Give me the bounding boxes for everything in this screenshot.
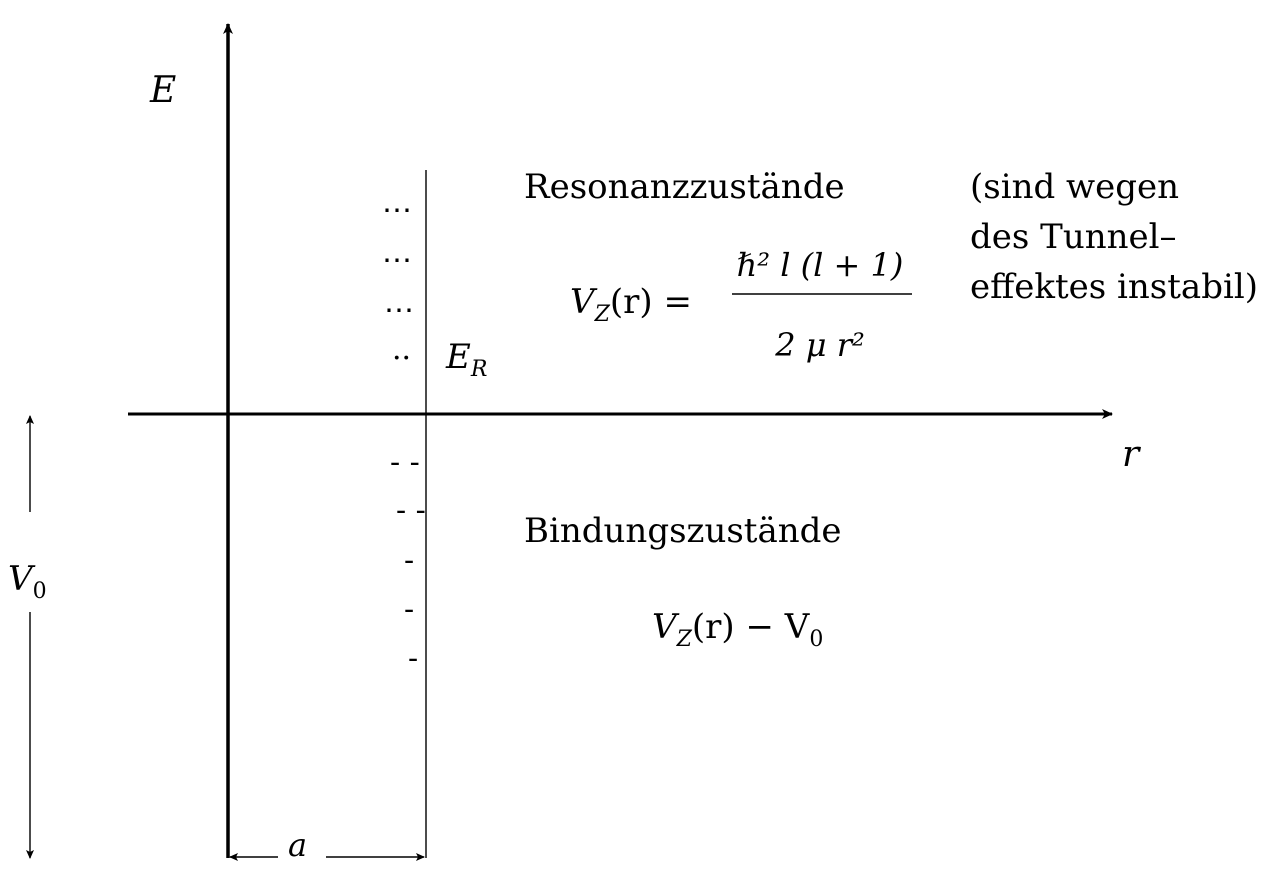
- depth-label: V0: [8, 559, 47, 604]
- binding-title: Bindungszustände: [524, 511, 842, 551]
- binding-level-5: -: [408, 641, 418, 676]
- resonance-formula-numerator: ℏ² l (l + 1): [737, 246, 904, 284]
- binding-level-2: - -: [396, 493, 426, 528]
- resonance-level-2: ⋯: [382, 243, 412, 278]
- binding-level-4: -: [404, 592, 414, 627]
- resonance-formula-denominator: 2 μ r²: [774, 326, 865, 364]
- resonance-formula-lhs: VZ(r) =: [570, 282, 692, 327]
- binding-level-1: - -: [390, 445, 420, 480]
- r-axis-label: r: [1122, 434, 1141, 475]
- tunnel-note-line-2: des Tunnel–: [970, 217, 1177, 257]
- binding-level-3: -: [404, 543, 414, 578]
- resonance-level-1: ⋯: [382, 193, 412, 228]
- energy-axis-label: E: [149, 70, 176, 111]
- width-label: a: [288, 826, 307, 864]
- tunnel-note-line-3: effektes instabil): [970, 267, 1258, 307]
- resonance-title: Resonanzzustände: [524, 167, 845, 207]
- tunnel-note-line-1: (sind wegen: [970, 167, 1179, 207]
- binding-formula: VZ(r) − V0: [652, 607, 823, 652]
- resonance-energy-label: ER: [445, 337, 487, 382]
- resonance-level-3: ⋯: [384, 293, 414, 328]
- resonance-level-4: ··: [392, 341, 411, 376]
